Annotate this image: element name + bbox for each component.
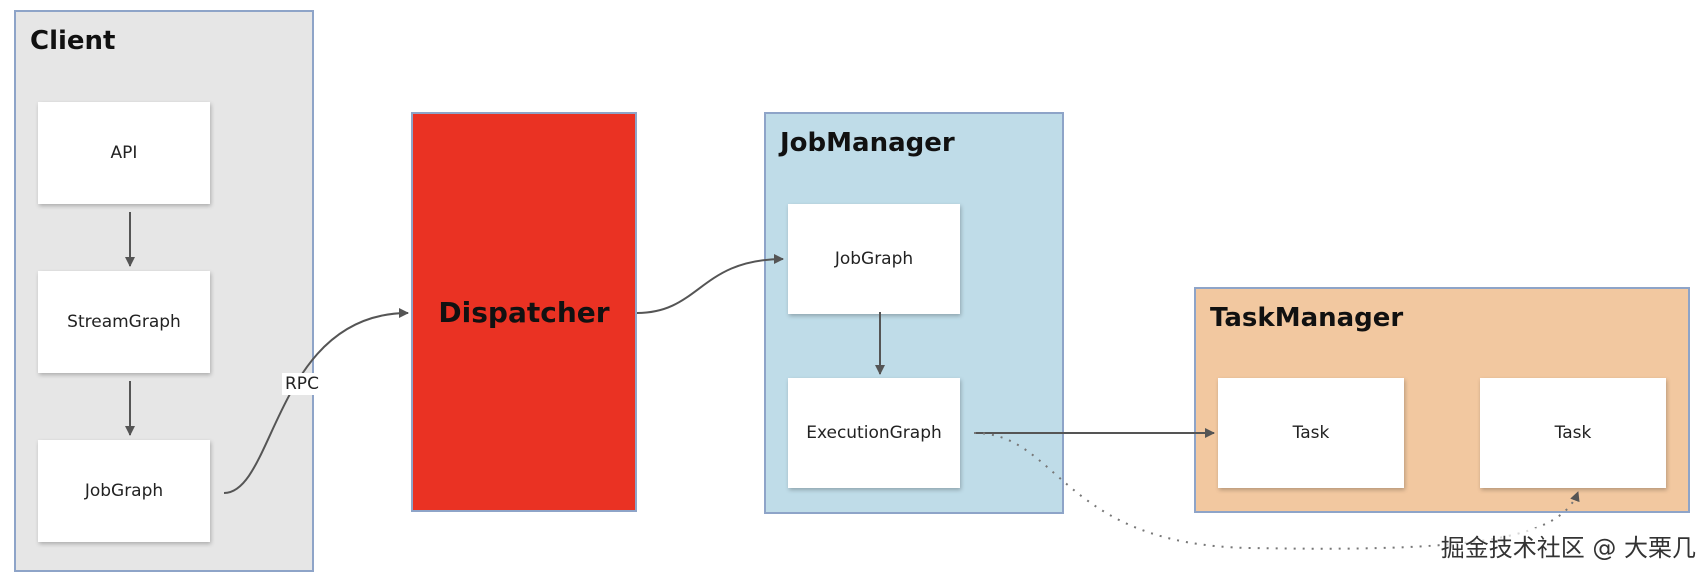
api-node[interactable]: API (38, 102, 210, 204)
client-jobgraph-node[interactable]: JobGraph (38, 440, 210, 542)
client-title: Client (30, 26, 116, 56)
executiongraph-node[interactable]: ExecutionGraph (788, 378, 960, 488)
edge-executiongraph-to-task2-dotted (973, 432, 1580, 550)
client-group: Client API StreamGraph JobGraph (14, 10, 314, 572)
edge-jobgraph-to-dispatcher (223, 308, 409, 494)
dispatcher-node[interactable]: Dispatcher (411, 112, 637, 512)
taskmanager-title: TaskManager (1210, 303, 1404, 333)
streamgraph-node[interactable]: StreamGraph (38, 271, 210, 373)
task-node-2[interactable]: Task (1480, 378, 1666, 488)
jm-jobgraph-node[interactable]: JobGraph (788, 204, 960, 314)
task-node-1[interactable]: Task (1218, 378, 1404, 488)
edge-dispatcher-to-jobmanager (636, 254, 784, 314)
rpc-label: RPC (282, 373, 322, 395)
taskmanager-group: TaskManager Task Task (1194, 287, 1690, 513)
jobmanager-group: JobManager JobGraph ExecutionGraph (764, 112, 1064, 514)
jobmanager-title: JobManager (780, 128, 955, 158)
watermark: 掘金技术社区 @ 大栗几 (1440, 528, 1696, 563)
